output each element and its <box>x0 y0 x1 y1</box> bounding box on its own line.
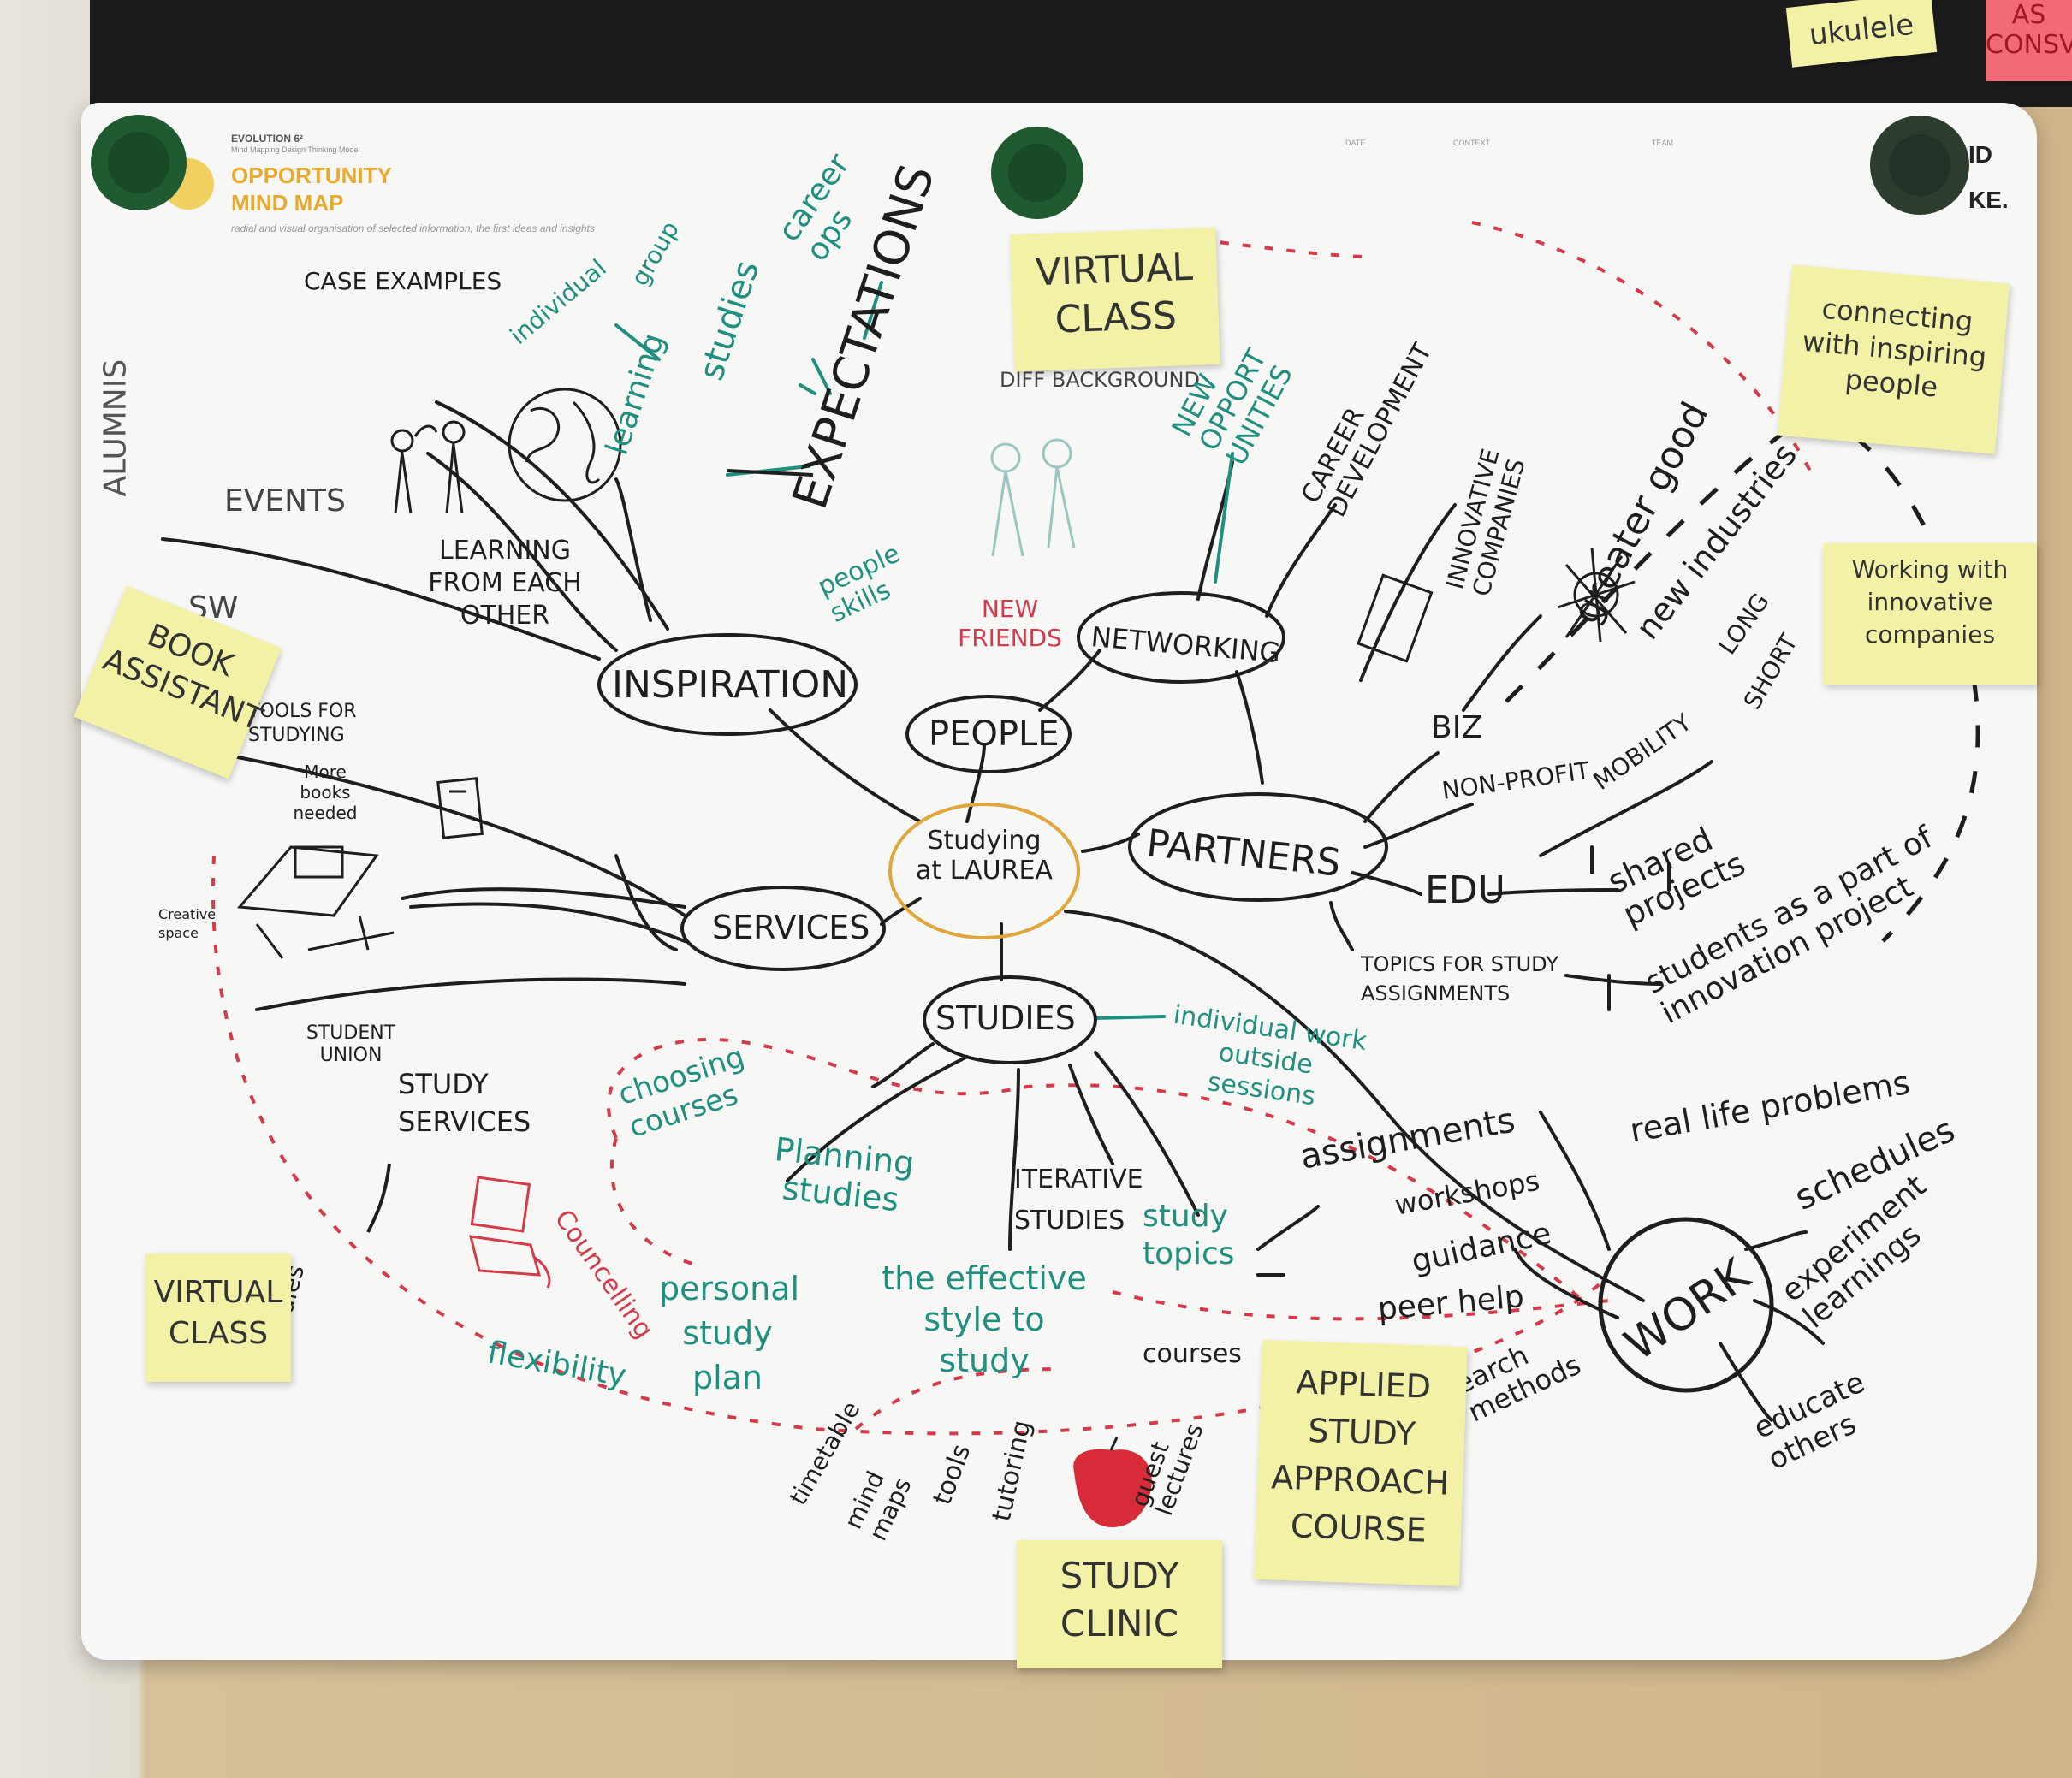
label-personal-plan: personal study plan <box>659 1270 800 1396</box>
sticky-working-with: Working with innovative companies <box>1823 543 2037 685</box>
hub-people: PEOPLE <box>929 714 1060 754</box>
laptop-icon <box>469 1176 551 1289</box>
magnet-left <box>91 115 187 210</box>
label-creative-space: Creative space <box>158 906 217 941</box>
hub-services: SERVICES <box>712 909 870 946</box>
center-topic: Studying at LAUREA <box>916 826 1053 886</box>
hub-inspiration-outline <box>597 633 858 736</box>
label-courses: courses <box>1143 1339 1242 1369</box>
field-context: CONTEXT <box>1453 139 1491 147</box>
magnet-right <box>1870 116 1969 215</box>
spider-web-icon <box>1557 547 1636 643</box>
sticky-virtual-class-top: VIRTUAL CLASS <box>1010 227 1220 372</box>
hub-people-outline <box>905 695 1072 773</box>
hub-partners-outline <box>1128 792 1388 902</box>
label-iterative-studies: ITERATIVE STUDIES <box>1014 1165 1143 1236</box>
sticky-study-clinic-text: STUDY CLINIC <box>1060 1555 1179 1645</box>
sticky-virtual-class-bottom: VIRTUAL CLASS <box>145 1253 291 1382</box>
label-student-union: STUDENT UNION <box>306 1022 396 1066</box>
label-study-topics: study topics <box>1143 1199 1235 1271</box>
magnet-center <box>991 127 1083 219</box>
label-topics-assignments: TOPICS FOR STUDY ASSIGNMENTS <box>1361 952 1559 1005</box>
phone-icon <box>1357 573 1434 663</box>
sticky-working-with-text: Working with innovative companies <box>1851 555 2009 649</box>
center-branches <box>161 400 1825 1422</box>
hub-networking-outline <box>1077 591 1285 684</box>
center-outline <box>888 803 1080 939</box>
page-subtitle: radial and visual organisation of select… <box>231 222 595 234</box>
hub-studies-outline <box>923 975 1097 1064</box>
green-branches <box>614 281 1234 1020</box>
field-date: DATE <box>1345 139 1366 147</box>
label-new-friends: NEW FRIENDS <box>958 595 1062 652</box>
hub-inspiration: INSPIRATION <box>612 663 849 707</box>
label-effective-style: the effective style to study <box>882 1259 1087 1379</box>
hub-work-outline <box>1598 1217 1774 1393</box>
label-diff-background: DIFF BACKGROUND <box>1000 368 1200 392</box>
diff-background-figures-icon <box>990 438 1076 557</box>
note-as-consv: AS CONSV <box>1986 0 2072 81</box>
book-icon <box>436 777 484 839</box>
brand-label: EVOLUTION 6² <box>231 133 304 145</box>
sticky-book-assistant-text: BOOK ASSISTANT <box>98 617 268 738</box>
label-more-books: More books needed <box>293 762 358 823</box>
page-title-line2: MIND MAP <box>231 190 344 216</box>
sticky-applied-study: APPLIED STUDY APPROACH COURSE <box>1254 1339 1468 1587</box>
apple-icon <box>1073 1437 1152 1527</box>
people-figures-icon <box>390 420 466 514</box>
sticky-connecting-text: connecting with inspiring people <box>1801 292 1988 404</box>
label-case-examples: CASE EXAMPLES <box>304 267 502 295</box>
dividers <box>366 469 814 1233</box>
label-tools-studying: TOOLS FOR STUDYING <box>248 701 357 746</box>
hub-studies: STUDIES <box>935 999 1076 1037</box>
sticky-applied-study-text: APPLIED STUDY APPROACH COURSE <box>1270 1363 1450 1550</box>
label-edu: EDU <box>1425 868 1505 912</box>
note-as-consv-text: AS CONSV <box>1986 0 2072 60</box>
page-title-line1: OPPORTUNITY <box>231 163 392 188</box>
hub-services-outline <box>680 886 886 971</box>
sticky-study-clinic: STUDY CLINIC <box>1017 1540 1222 1668</box>
creative-space-desk-icon <box>236 845 395 959</box>
sticky-connecting: connecting with inspiring people <box>1777 264 2010 454</box>
label-events: EVENTS <box>224 483 346 519</box>
field-team: TEAM <box>1652 139 1674 147</box>
label-study-services: STUDY SERVICES <box>398 1068 531 1138</box>
logo-top: ID <box>1968 141 1992 168</box>
label-alumnis: ALUMNIS <box>98 359 134 497</box>
globe-icon <box>508 388 622 502</box>
label-biz: BIZ <box>1431 710 1482 745</box>
sticky-virtual-class-top-text: VIRTUAL CLASS <box>1034 245 1194 342</box>
sticky-virtual-class-bottom-text: VIRTUAL CLASS <box>153 1275 283 1351</box>
label-learning-from: LEARNING FROM EACH OTHER <box>428 536 582 631</box>
brand-sub: Mind Mapping Design Thinking Model <box>231 145 360 154</box>
label-planning-studies: Planning studies <box>773 1130 917 1219</box>
logo-bottom: KE. <box>1968 187 2009 213</box>
blackboard <box>90 0 2072 107</box>
